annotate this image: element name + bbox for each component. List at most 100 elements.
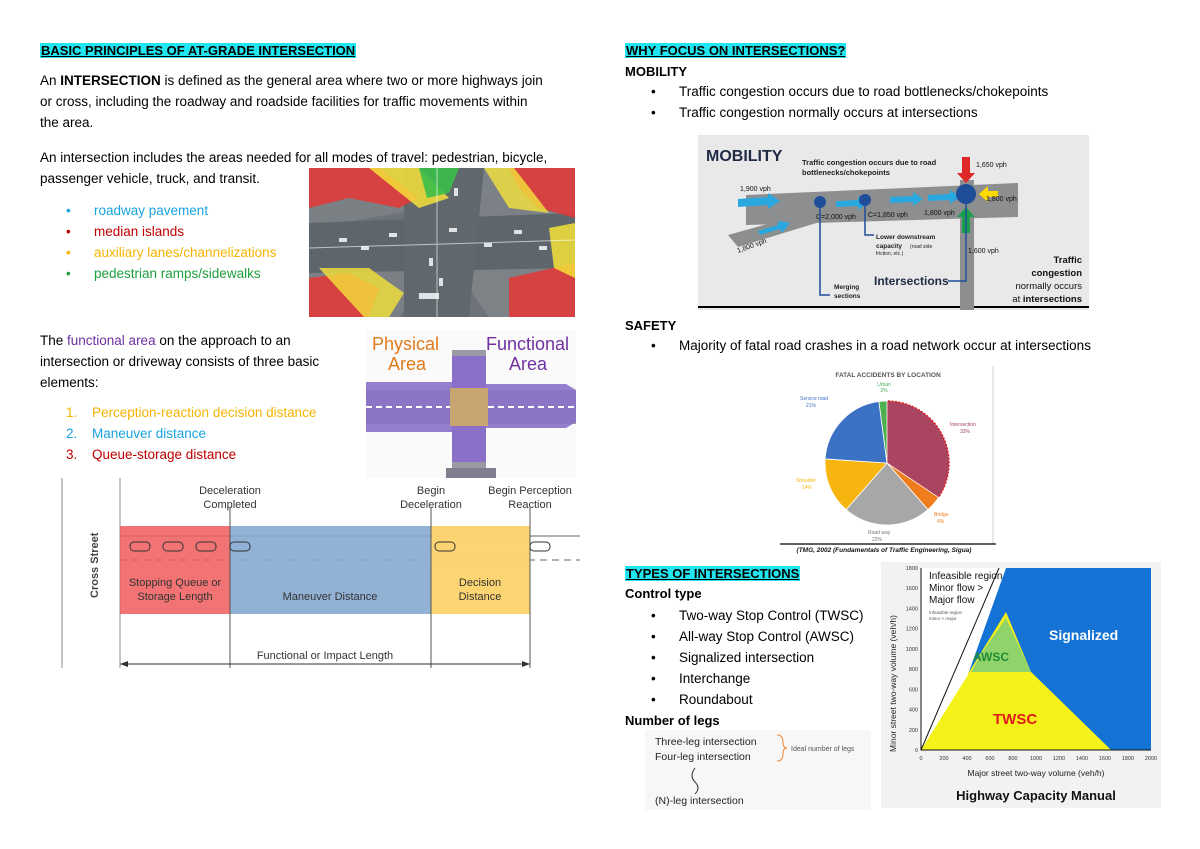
list-item: 2.Maneuver distance	[66, 426, 207, 441]
hcm-caption: Highway Capacity Manual	[956, 788, 1116, 803]
list-item: •Roundabout	[651, 692, 753, 707]
infeasible-label-3: Major flow	[929, 595, 975, 606]
func-line2: intersection or driveway consists of thr…	[40, 354, 320, 369]
hcm-y-tick: 1400	[906, 606, 918, 612]
hcm-x-tick: 800	[1008, 756, 1017, 762]
awsc-label: AWSC	[973, 650, 1009, 664]
infeasible-small-label: Infeasible region	[929, 610, 963, 615]
functional-area-term: functional area	[67, 333, 156, 348]
svg-text:1,650 vph: 1,650 vph	[976, 162, 1007, 169]
three-leg-label: Three-leg intersection	[655, 736, 757, 748]
svg-text:C=2,000 vph: C=2,000 vph	[816, 214, 856, 221]
func-pre: The	[40, 333, 68, 348]
svg-text:bottlenecks/chokepoints: bottlenecks/chokepoints	[802, 168, 890, 177]
pie-pct-roadway: 22%	[872, 537, 883, 543]
modes-line2: passenger vehicle, truck, and transit.	[40, 171, 260, 186]
physical-label: Physical	[372, 334, 439, 354]
begin-decel-label-2: Deceleration	[400, 499, 462, 511]
number-of-legs-heading: Number of legs	[625, 713, 720, 728]
hcm-x-tick: 400	[962, 756, 971, 762]
maneuver-zone	[230, 526, 431, 614]
pie-label-urban: Urban	[877, 382, 891, 388]
def-pre: An	[40, 73, 61, 88]
control-type-heading: Control type	[625, 586, 702, 601]
list-item: •Traffic congestion normally occurs at i…	[651, 105, 978, 120]
hcm-y-tick: 200	[909, 728, 918, 734]
intersection-definition: An INTERSECTION is defined as the genera…	[40, 70, 575, 133]
fatal-accidents-pie-chart: FATAL ACCIDENTS BY LOCATION Urban 2% Int…	[780, 366, 996, 554]
pie-slice-service-road	[824, 401, 888, 464]
svg-text:friction, etc.): friction, etc.)	[876, 251, 904, 257]
pie-label-shoulder: Shoulder	[796, 478, 816, 484]
svg-text:1,600 vph: 1,600 vph	[968, 248, 999, 255]
infeasible-label: Infeasible region	[929, 571, 1002, 582]
hcm-x-tick: 1800	[1122, 756, 1134, 762]
section-title-types: TYPES OF INTERSECTIONS	[625, 566, 801, 581]
svg-text:Traffic: Traffic	[1053, 255, 1082, 266]
physical-area-label: Area	[388, 354, 427, 374]
hcm-x-tick: 200	[939, 756, 948, 762]
n-leg-label: (N)-leg intersection	[655, 795, 744, 807]
hcm-x-axis-label: Major street two-way volume (veh/h)	[968, 768, 1105, 778]
svg-text:1,800 vph: 1,800 vph	[924, 210, 955, 217]
infeasible-label-2: Minor flow >	[929, 583, 983, 594]
list-item: •roadway pavement	[66, 203, 209, 218]
mobility-bullets: •Traffic congestion occurs due to road b…	[625, 81, 1048, 123]
hcm-y-tick: 600	[909, 687, 918, 693]
decel-completed-label: Deceleration	[199, 485, 261, 497]
svg-text:capacity: capacity	[876, 243, 902, 250]
section-title-basic-principles: BASIC PRINCIPLES OF AT-GRADE INTERSECTIO…	[40, 43, 357, 58]
hcm-y-tick: 0	[915, 748, 918, 754]
def-bold-term: INTERSECTION	[60, 73, 161, 88]
ideal-legs-label: Ideal number of legs	[791, 746, 855, 753]
awsc-region	[971, 618, 1031, 672]
decision-label: Decision	[459, 577, 501, 589]
number-of-legs-figure: Three-leg intersection Four-leg intersec…	[645, 730, 871, 810]
hcm-y-tick: 1200	[906, 627, 918, 633]
list-item: •Traffic congestion occurs due to road b…	[651, 84, 1049, 99]
func-post: on the approach to an	[155, 333, 291, 348]
section-title-why-focus: WHY FOCUS ON INTERSECTIONS?	[625, 43, 847, 58]
hcm-y-tick: 1600	[906, 586, 918, 592]
hcm-y-tick: 1000	[906, 647, 918, 653]
begin-decel-label: Begin	[417, 485, 445, 497]
functional-area-label: Area	[509, 354, 548, 374]
functional-area-paragraph: The functional area on the approach to a…	[40, 330, 353, 393]
svg-text:sections: sections	[834, 293, 861, 300]
queue-label-2: Storage Length	[137, 591, 212, 603]
svg-text:normally occurs: normally occurs	[1015, 281, 1082, 292]
list-item: •Two-way Stop Control (TWSC)	[651, 608, 864, 623]
queue-label: Stopping Queue or	[129, 577, 222, 589]
aerial-intersection-photo	[309, 168, 575, 317]
hcm-y-tick: 400	[909, 708, 918, 714]
svg-text:1,900 vph: 1,900 vph	[740, 186, 771, 193]
mobility-figure: MOBILITY Traffic congestion occurs due t…	[698, 135, 1089, 310]
decel-completed-label-2: Completed	[203, 499, 256, 511]
begin-perception-label-2: Reaction	[508, 499, 551, 511]
decision-zone	[431, 526, 530, 614]
hcm-x-tick: 600	[985, 756, 994, 762]
list-item: •Interchange	[651, 671, 751, 686]
functional-elements-list: 1.Perception-reaction decision distance …	[40, 402, 316, 465]
pie-label-intersection: Intersection	[950, 422, 976, 428]
safety-bullets: •Majority of fatal road crashes in a roa…	[625, 335, 1091, 356]
maneuver-label: Maneuver Distance	[283, 591, 378, 603]
control-type-list: •Two-way Stop Control (TWSC) •All-way St…	[625, 605, 864, 710]
safety-heading: SAFETY	[625, 318, 677, 333]
def-rest: is defined as the general area where two…	[160, 73, 543, 88]
hcm-y-tick: 1800	[906, 566, 918, 572]
list-item: •auxiliary lanes/channelizations	[66, 245, 277, 260]
pie-pct-service-road: 21%	[806, 403, 817, 409]
def-line2: or cross, including the roadway and road…	[40, 94, 528, 109]
pie-title: FATAL ACCIDENTS BY LOCATION	[835, 372, 941, 379]
svg-text:1,800 vph: 1,800 vph	[986, 196, 1017, 203]
svg-text:congestion: congestion	[1031, 268, 1082, 279]
decision-label-2: Distance	[459, 591, 502, 603]
list-item: •pedestrian ramps/sidewalks	[66, 266, 261, 281]
pie-slice-road-way	[845, 462, 929, 526]
begin-perception-label: Begin Perception	[488, 485, 572, 497]
four-leg-label: Four-leg intersection	[655, 751, 751, 763]
list-item: •median islands	[66, 224, 185, 239]
